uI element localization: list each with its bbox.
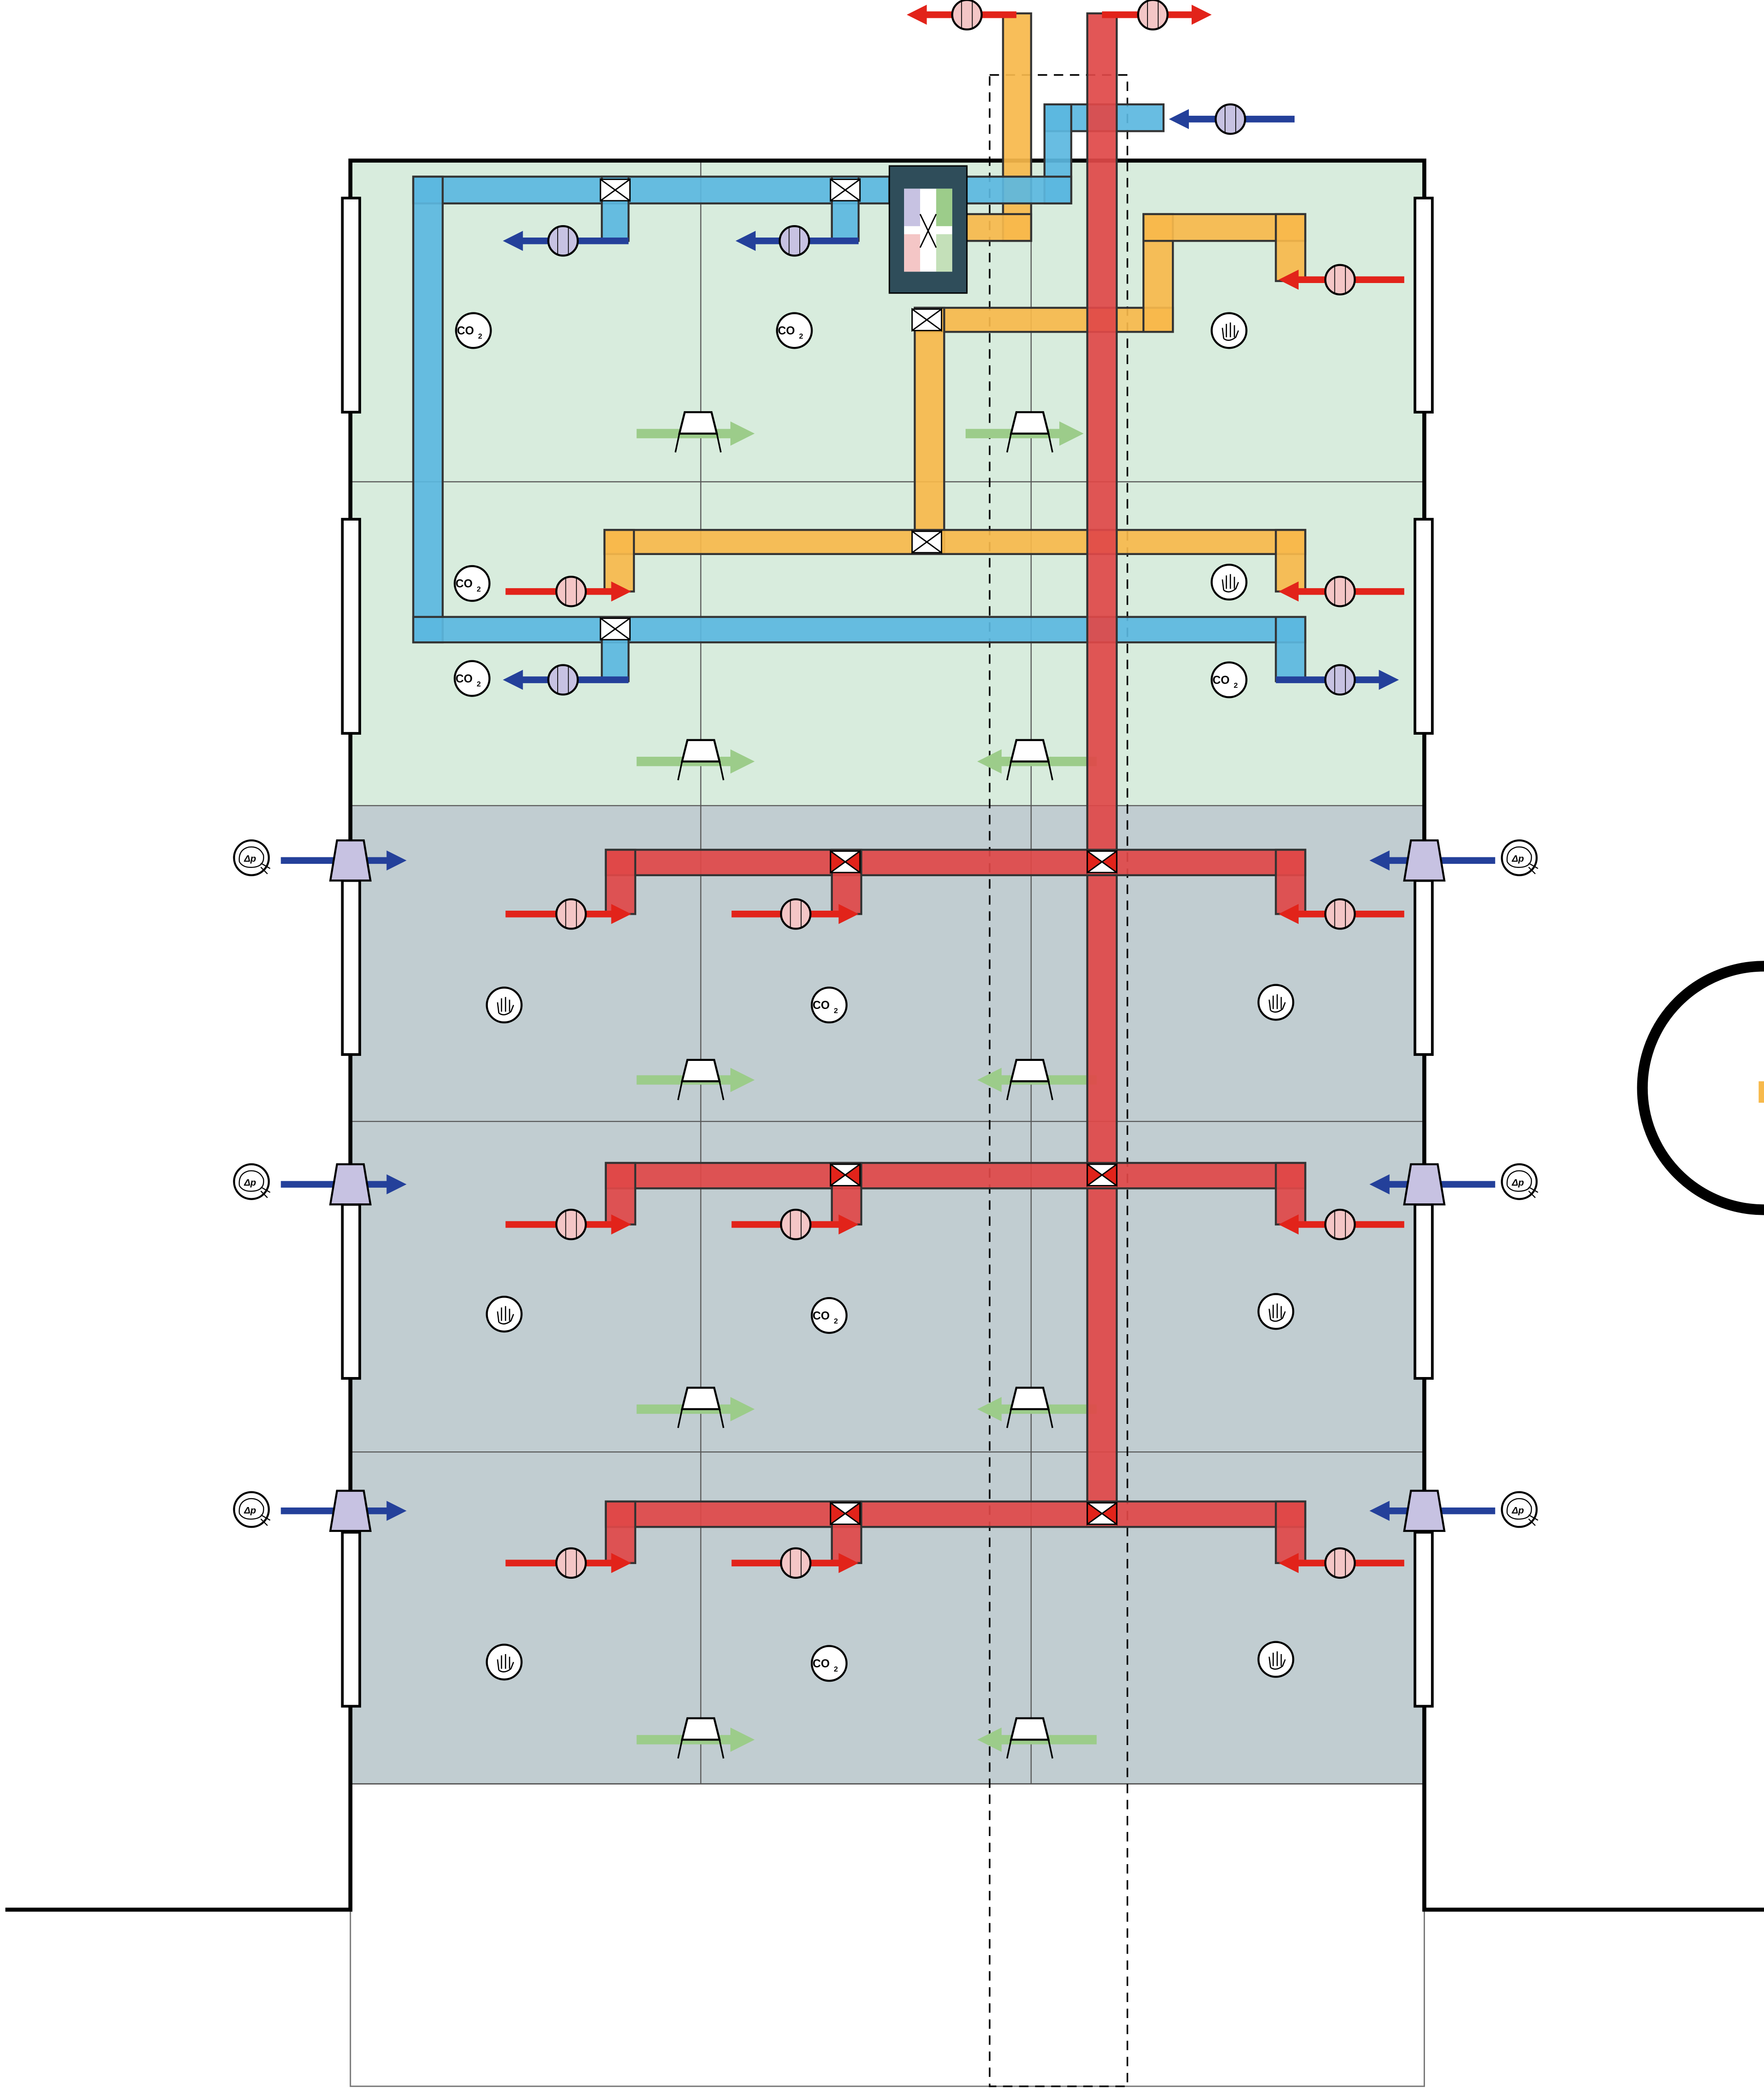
detail-callout-circle	[1637, 961, 1764, 1215]
upper-floors-zone	[350, 160, 1425, 806]
exhaust-ducts	[605, 12, 1306, 1564]
basement-zone	[350, 1783, 1425, 2087]
floor-zones	[350, 160, 1425, 2087]
heat-recovery-unit-icon	[888, 165, 968, 294]
building-outline	[5, 159, 1764, 1912]
detail-callout-fill	[1758, 1081, 1764, 1103]
lower-floors-zone	[350, 805, 1425, 1784]
windows	[341, 197, 1434, 1708]
